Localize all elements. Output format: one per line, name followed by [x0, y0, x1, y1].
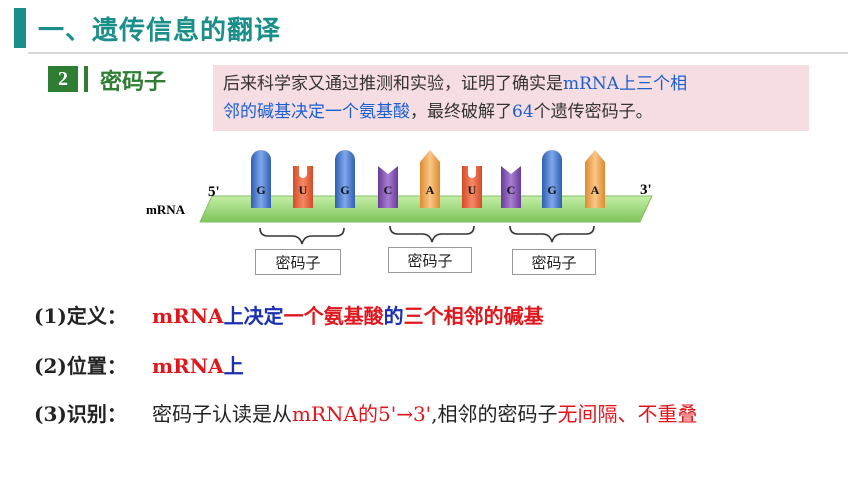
- note-text-2: ，最终破解了: [410, 102, 512, 122]
- section-title: 密码子: [100, 70, 167, 95]
- position-mrna: mRNA: [152, 354, 224, 378]
- base-letter-2: U: [299, 183, 308, 197]
- codon-label-1: 密码子: [255, 249, 341, 275]
- codon-brace-3: [509, 225, 595, 243]
- base-U-2: U: [293, 166, 313, 208]
- section-bar: [84, 66, 88, 92]
- base-letter-9: A: [591, 183, 600, 197]
- base-shape-8: [542, 150, 562, 208]
- base-A-9: A: [585, 150, 605, 208]
- base-letter-7: C: [507, 183, 516, 197]
- page-title: 一、遗传信息的翻译: [38, 16, 282, 46]
- base-shape-5: [420, 150, 440, 208]
- definition-shang: 上: [223, 304, 244, 328]
- codon-brace-1: [259, 227, 345, 245]
- base-shape-9: [585, 150, 605, 208]
- base-shape-1: [251, 150, 271, 208]
- definition-amino-acid: 一个氨基酸: [283, 304, 384, 328]
- base-shape-6: [462, 166, 482, 208]
- base-G-3: G: [335, 150, 355, 208]
- position-shang: 上: [223, 354, 244, 378]
- section-number: 2: [48, 66, 78, 92]
- position-label: (2)位置：: [34, 354, 127, 378]
- base-letter-8: G: [547, 183, 556, 197]
- base-shape-3: [335, 150, 355, 208]
- recognition-text-2: ,相邻的密码子: [431, 402, 558, 426]
- mrna-label: mRNA: [146, 202, 185, 217]
- recognition-row: (3)识别： 密码子认读是从mRNA的5'→3',相邻的密码子无间隔、不重叠: [34, 398, 698, 427]
- five-prime-label: 5': [208, 184, 220, 200]
- note-text-3: 个遗传密码子。: [533, 102, 653, 122]
- recognition-rule: 无间隔、不重叠: [557, 402, 698, 426]
- base-shape-7: [501, 166, 521, 208]
- base-U-6: U: [462, 166, 482, 208]
- note-highlight-1: mRNA上三个相: [563, 74, 688, 94]
- position-row: (2)位置： mRNA上: [34, 350, 244, 379]
- recognition-text-1: 密码子认读是从: [152, 402, 292, 426]
- three-prime-label: 3': [640, 182, 652, 198]
- codon-label-2: 密码子: [388, 247, 472, 273]
- base-letter-3: G: [340, 183, 349, 197]
- base-letter-6: U: [468, 183, 477, 197]
- note-highlight-1b: 邻的碱基决定一个氨基酸: [223, 102, 410, 122]
- mrna-diagram: G U G C A U C G A 5' 3' mRNA: [140, 140, 680, 280]
- base-C-7: C: [501, 166, 521, 208]
- definition-bases: 三个相邻的碱基: [403, 304, 544, 328]
- note-text-1: 后来科学家又通过推测和实验，证明了确实是: [223, 74, 563, 94]
- definition-row: (1)定义： mRNA上决定一个氨基酸的三个相邻的碱基: [34, 300, 544, 329]
- base-A-5: A: [420, 150, 440, 208]
- definition-de: 的: [383, 304, 404, 328]
- definition-mrna: mRNA: [152, 304, 224, 328]
- base-shape-4: [378, 166, 398, 208]
- recognition-direction: mRNA的5'→3': [292, 402, 432, 426]
- info-note: 后来科学家又通过推测和实验，证明了确实是mRNA上三个相 邻的碱基决定一个氨基酸…: [213, 65, 809, 131]
- title-divider: [28, 52, 848, 54]
- title-accent-bar: [14, 8, 26, 48]
- base-letter-1: G: [256, 183, 265, 197]
- definition-label: (1)定义：: [34, 304, 127, 328]
- note-highlight-2: 64: [512, 102, 534, 122]
- definition-determine: 决定: [243, 304, 284, 328]
- base-shape-2: [293, 166, 313, 208]
- recognition-label: (3)识别：: [34, 402, 127, 426]
- base-G-1: G: [251, 150, 271, 208]
- base-letter-4: C: [384, 183, 393, 197]
- codon-brace-2: [389, 225, 475, 243]
- base-letter-5: A: [426, 183, 435, 197]
- base-G-8: G: [542, 150, 562, 208]
- codon-label-3: 密码子: [512, 249, 596, 275]
- base-C-4: C: [378, 166, 398, 208]
